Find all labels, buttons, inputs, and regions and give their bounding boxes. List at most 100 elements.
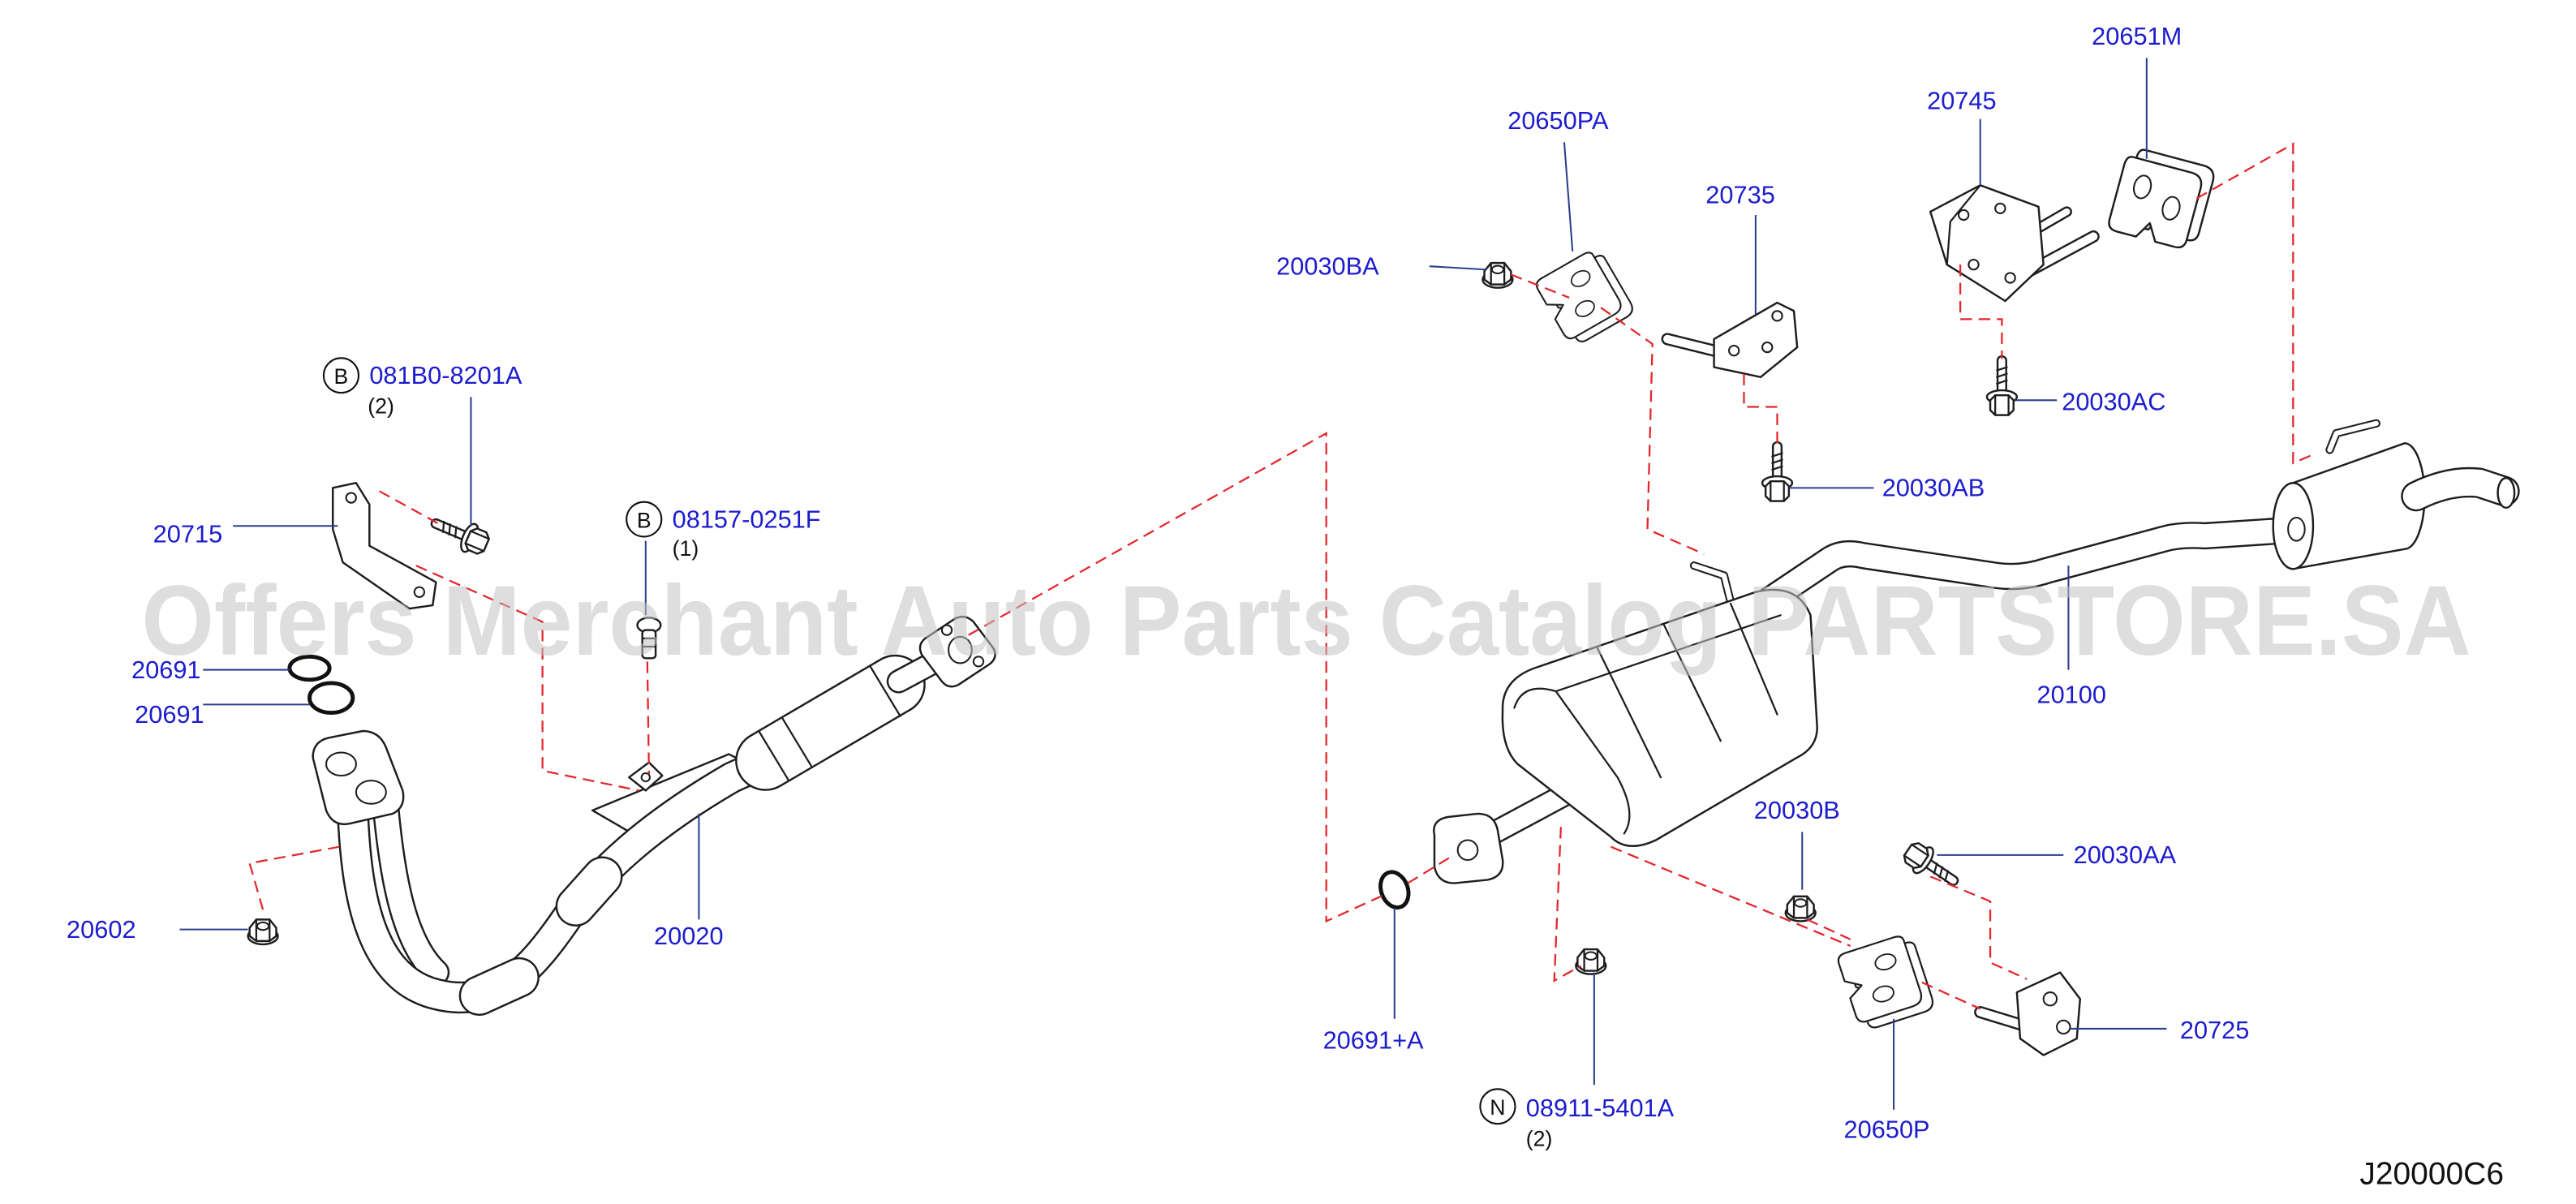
leader-20650PA xyxy=(1563,142,1574,252)
clip-shaft xyxy=(641,629,657,660)
part-label-20602[interactable]: 20602 xyxy=(67,916,136,944)
bracket-hole xyxy=(1967,259,1980,271)
bracket-hole xyxy=(2042,991,2058,1007)
part-label-20691[interactable]: 20691 xyxy=(135,701,204,729)
part-label-20691[interactable]: 20691 xyxy=(131,656,201,684)
gasket-ring-20691 xyxy=(287,654,332,682)
part-label-20735[interactable]: 20735 xyxy=(1705,182,1775,209)
clip-08157-0251F xyxy=(636,617,662,660)
bracket-plate xyxy=(1929,184,2045,303)
bracket-hole xyxy=(1727,345,1740,357)
part-label-20030B[interactable]: 20030B xyxy=(1754,797,1840,824)
leader-20030BA xyxy=(1429,265,1486,271)
hanger-20651M xyxy=(2105,144,2217,253)
part-label-20650PA[interactable]: 20650PA xyxy=(1507,107,1609,135)
bracket-plate xyxy=(331,482,437,610)
front-exhaust-tube-20020 xyxy=(312,615,996,1017)
manifold-port xyxy=(355,780,387,805)
inlet-flange-port xyxy=(1456,839,1479,862)
leader-lines xyxy=(179,58,2167,1110)
bracket-20715 xyxy=(331,482,437,610)
part-label-20691-A[interactable]: 20691+A xyxy=(1323,1026,1425,1054)
quantity-label: (2) xyxy=(368,394,394,419)
part-label-20030BA[interactable]: 20030BA xyxy=(1276,252,1379,280)
slip-joint-fill xyxy=(557,858,621,925)
b-symbol-icon xyxy=(322,357,360,394)
flange-bolt-hole xyxy=(972,656,985,668)
dash-line xyxy=(1553,827,1582,983)
bracket-hole xyxy=(413,586,426,598)
quantity-label: (2) xyxy=(1526,1127,1553,1151)
dash-line xyxy=(1407,855,1452,884)
branch-pipe-fill xyxy=(374,798,448,984)
nut-20030B xyxy=(1784,895,1817,922)
n-symbol-icon xyxy=(1479,1088,1516,1125)
converter-seam xyxy=(758,665,901,782)
part-label-20715[interactable]: 20715 xyxy=(153,521,223,548)
dash-line xyxy=(248,845,340,910)
center-muffler-end-face xyxy=(1513,687,1631,835)
part-label-20030AC[interactable]: 20030AC xyxy=(2062,389,2165,416)
dash-line xyxy=(1600,307,1705,555)
bolt-081B0-8201A xyxy=(430,510,492,559)
dash-line xyxy=(1806,918,1851,940)
part-label-08911-5401A[interactable]: 08911-5401A xyxy=(1526,1094,1675,1122)
slip-joint-fill xyxy=(461,959,538,1014)
dash-line xyxy=(2195,142,2317,465)
center-muffler-body xyxy=(1501,588,1818,847)
bolt-20030AC xyxy=(1987,360,2017,415)
part-label-20745[interactable]: 20745 xyxy=(1927,88,1997,115)
diagram-code: J20000C6 xyxy=(2359,1157,2504,1192)
manifold-port xyxy=(325,751,357,777)
part-label-081B0-8201A[interactable]: 081B0-8201A xyxy=(369,362,523,389)
center-muffler-rib xyxy=(1555,602,1782,779)
tube-bracket-hole xyxy=(640,772,651,783)
bracket-20735 xyxy=(1661,301,1799,378)
muffler-hanger-rod-fill xyxy=(1691,563,1734,605)
part-label-08157-0251F[interactable]: 08157-0251F xyxy=(673,505,821,533)
dash-line xyxy=(646,661,651,775)
flange-port xyxy=(948,635,973,664)
part-label-20650P[interactable]: 20650P xyxy=(1844,1116,1930,1144)
dash-line xyxy=(1929,875,2028,980)
nut-20602 xyxy=(247,918,279,946)
part-label-20725[interactable]: 20725 xyxy=(2180,1017,2250,1044)
n-symbol-letter: N xyxy=(1490,1095,1505,1120)
dash-line xyxy=(1959,264,2003,359)
part-label-20030AA[interactable]: 20030AA xyxy=(2074,841,2177,869)
part-label-20651M[interactable]: 20651M xyxy=(2092,23,2182,50)
nut-08911-5401A xyxy=(1575,948,1607,975)
bolt-20030AB xyxy=(1762,446,1792,501)
flange-bolt-hole xyxy=(940,624,953,636)
assembly-dash-lines xyxy=(248,142,2317,1010)
bolt-20030AA xyxy=(1899,837,1962,892)
watermark-text: Offers Merchant Auto Parts Catalog PARTS… xyxy=(141,565,2471,677)
dash-line xyxy=(1610,845,1851,948)
gasket-ring-20691 xyxy=(307,681,355,716)
hanger-20650PA xyxy=(1533,245,1637,350)
quantity-label: (1) xyxy=(673,536,699,561)
part-label-20100[interactable]: 20100 xyxy=(2036,681,2106,708)
bracket-fold xyxy=(1946,184,1981,266)
tailpipe-fill xyxy=(2402,469,2518,510)
bracket-hole xyxy=(1771,310,1783,322)
callout-labels: 20651M 20745 20650PA 20735 20030BA B 081… xyxy=(67,23,2249,1151)
intermediate-pipe-fill xyxy=(1752,518,2317,616)
b-symbol-letter: B xyxy=(334,364,349,389)
b-symbol-letter: B xyxy=(637,508,652,532)
bracket-hole xyxy=(1761,341,1774,354)
bracket-20745 xyxy=(1929,184,2100,303)
dash-line xyxy=(1921,981,1981,1010)
main-muffler-assembly-20100 xyxy=(1433,419,2520,884)
part-label-20020[interactable]: 20020 xyxy=(654,922,724,950)
dash-line xyxy=(1510,273,1570,299)
part-label-20030AB[interactable]: 20030AB xyxy=(1882,475,1985,502)
bracket-hole xyxy=(1994,202,2006,214)
manifold-flange xyxy=(312,729,405,826)
nut-20030BA xyxy=(1482,261,1514,289)
gasket-ring-20691-A xyxy=(1378,870,1411,909)
dash-line xyxy=(379,490,444,527)
dash-line xyxy=(968,432,1385,923)
